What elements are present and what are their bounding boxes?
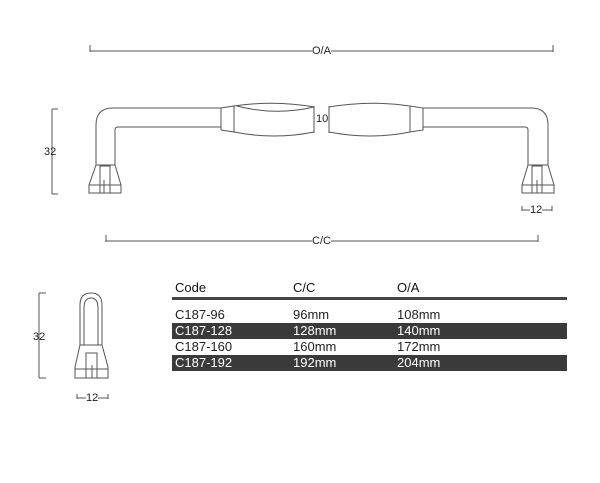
table-row: C187-128 128mm 140mm	[172, 323, 567, 339]
handle-side-view	[38, 292, 109, 399]
height-dimension-line	[51, 108, 58, 195]
table-header: Code C/C O/A	[172, 280, 567, 296]
center-thickness-label: 10	[316, 113, 329, 125]
cell-oa: 204mm	[397, 355, 441, 370]
center-to-center-label: C/C	[312, 235, 331, 247]
header-rule	[172, 297, 567, 300]
cell-code: C187-128	[175, 323, 233, 338]
side-foot-width-label: 12	[86, 392, 99, 404]
cell-cc: 128mm	[293, 323, 337, 338]
cell-cc: 160mm	[293, 339, 337, 354]
header-oa: O/A	[397, 280, 420, 295]
size-table: Code C/C O/A C187-96 96mm 108mm C187-128…	[172, 280, 567, 371]
cell-code: C187-160	[175, 339, 233, 354]
cell-cc: 192mm	[293, 355, 337, 370]
cell-oa: 140mm	[397, 323, 441, 338]
table-row: C187-96 96mm 108mm	[172, 307, 567, 323]
overall-length-label: O/A	[312, 45, 331, 57]
table-row: C187-192 192mm 204mm	[172, 355, 567, 371]
height-label: 32	[44, 146, 57, 158]
table-row: C187-160 160mm 172mm	[172, 339, 567, 355]
cell-oa: 108mm	[397, 307, 441, 322]
handle-front-view	[88, 102, 555, 194]
side-height-label: 32	[33, 331, 46, 343]
cell-code: C187-192	[175, 355, 233, 370]
cell-cc: 96mm	[293, 307, 330, 322]
foot-width-label-front: 12	[530, 204, 543, 216]
header-cc: C/C	[293, 280, 316, 295]
cell-oa: 172mm	[397, 339, 441, 354]
cell-code: C187-96	[175, 307, 225, 322]
header-code: Code	[175, 280, 207, 295]
